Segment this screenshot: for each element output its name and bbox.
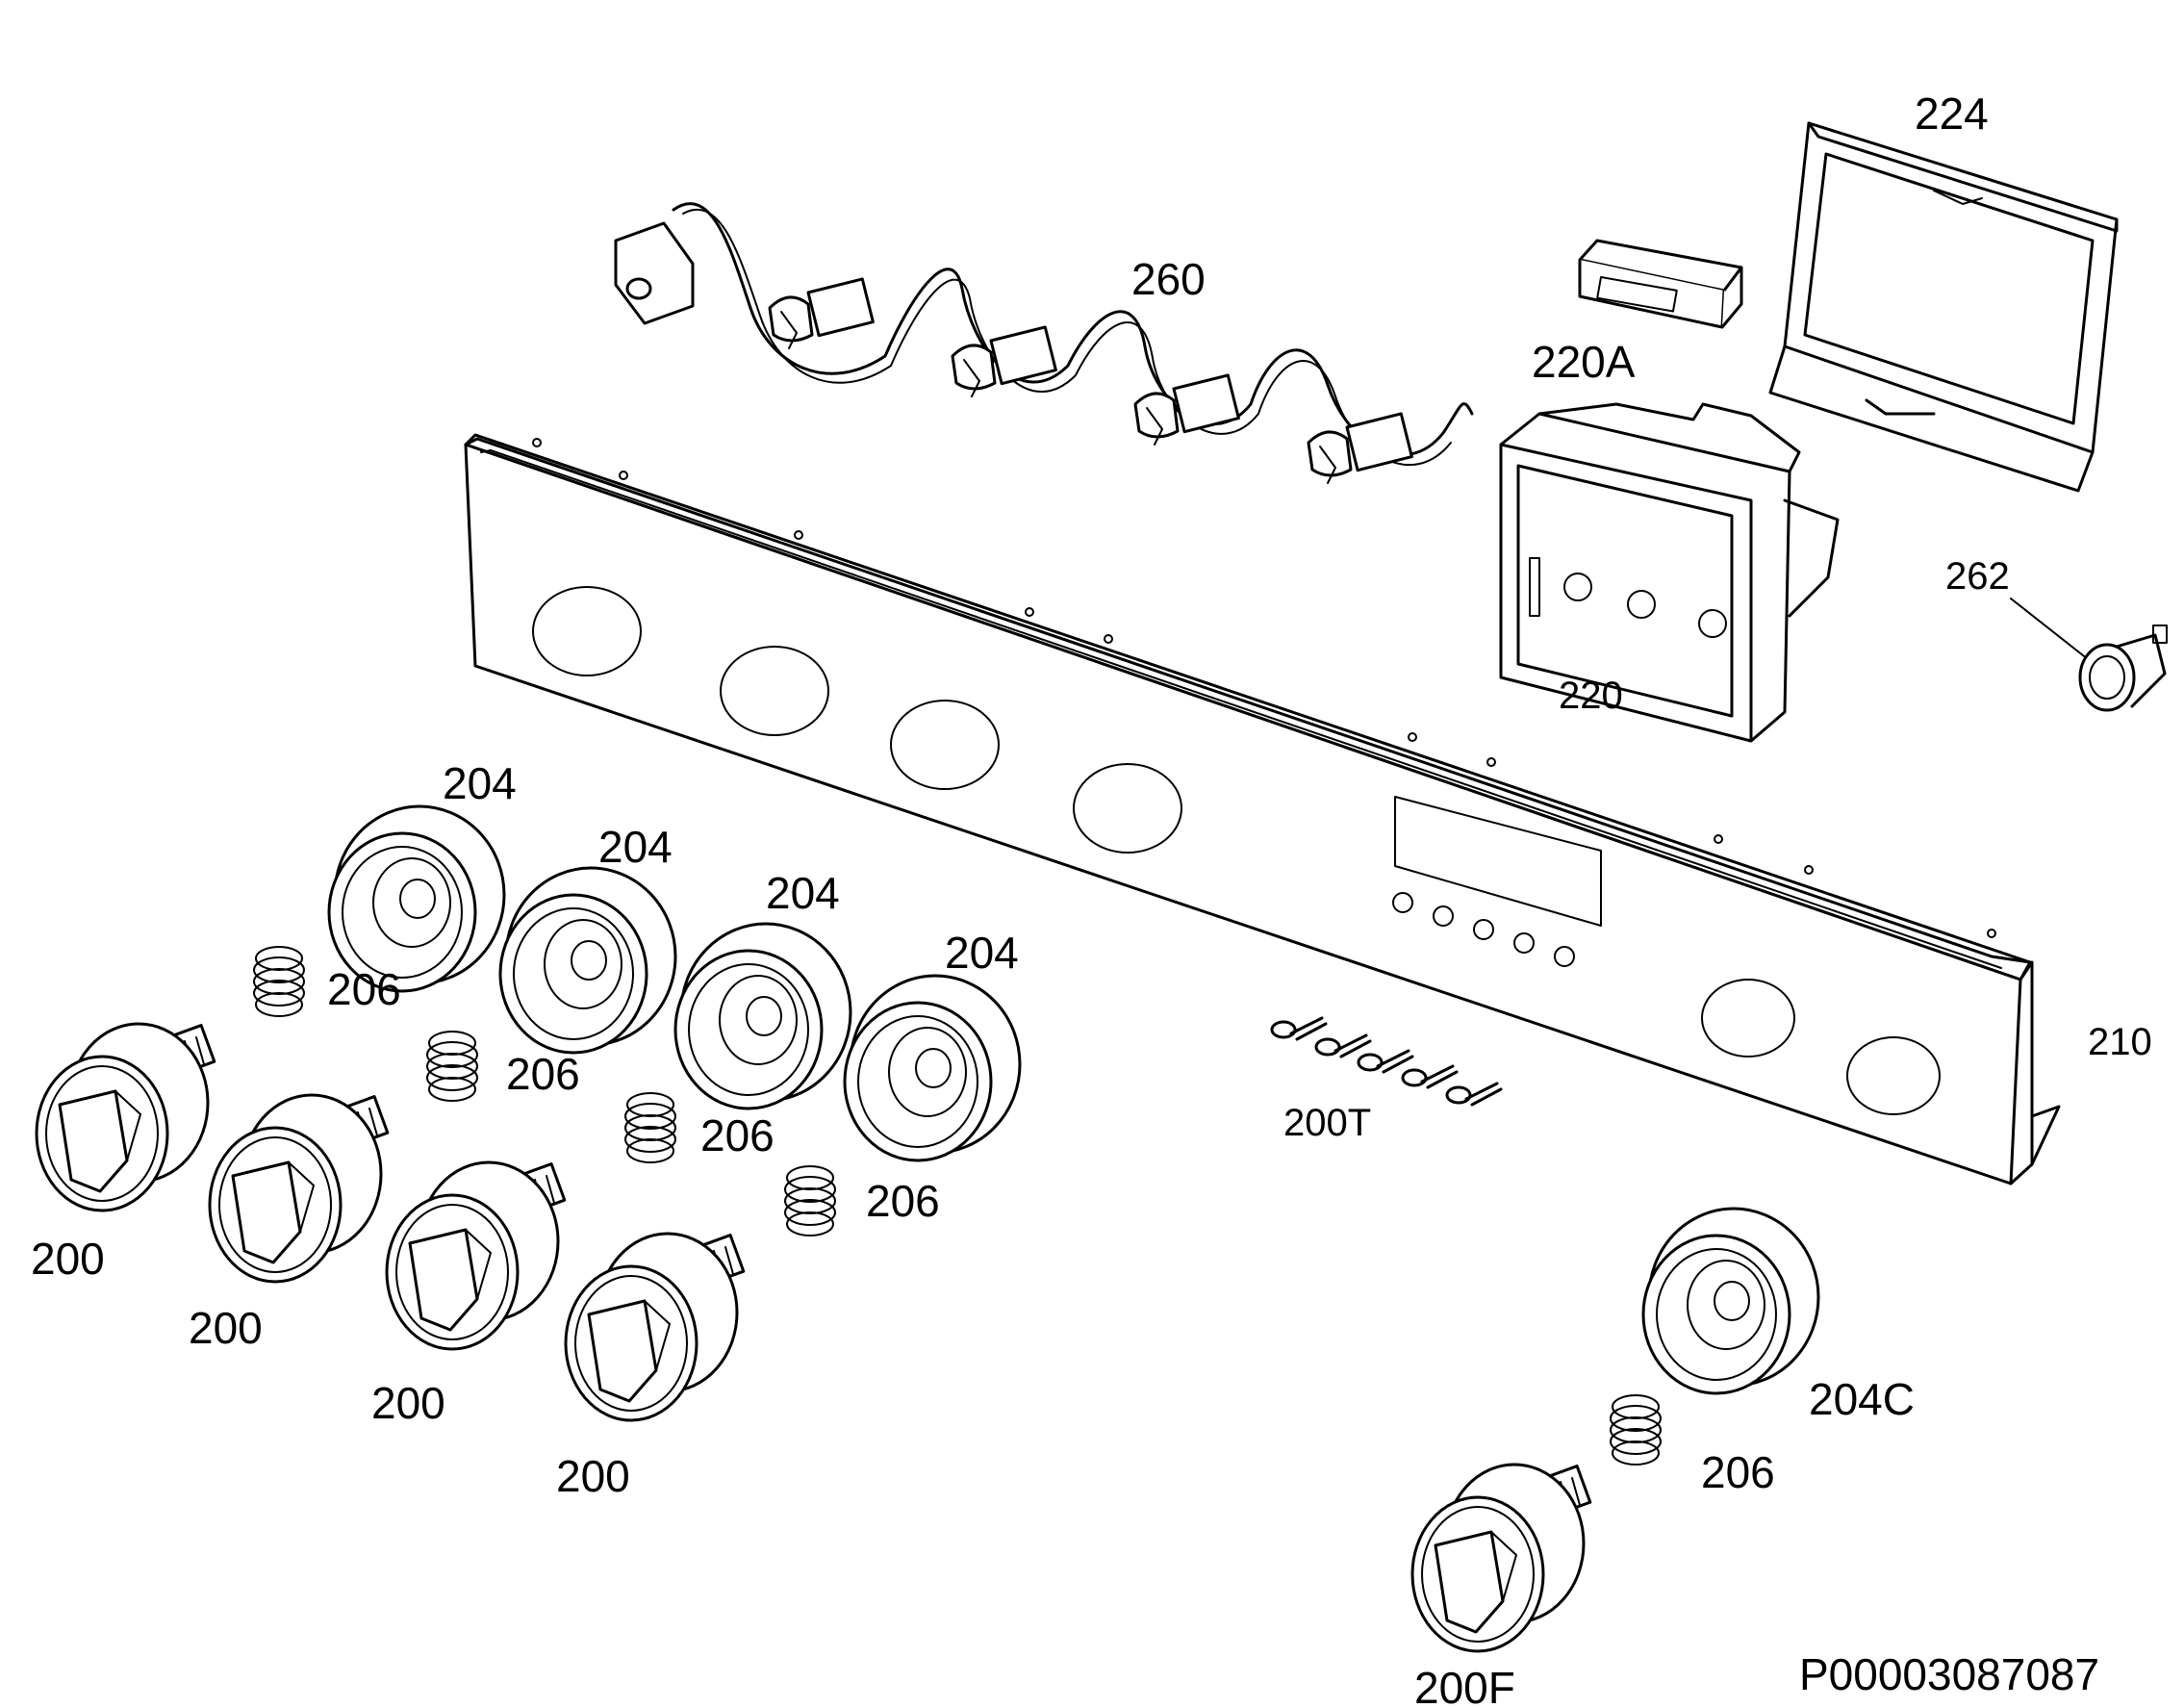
- label-206-3: 206: [700, 1110, 775, 1160]
- label-210: 210: [2088, 1021, 2152, 1063]
- drawing-number: P00003087087: [1799, 1649, 2099, 1699]
- label-206-5: 206: [1701, 1447, 1775, 1497]
- spring-206-1: [253, 946, 305, 1017]
- knob-200-2: [208, 1093, 390, 1284]
- label-200-1: 200: [31, 1234, 105, 1284]
- bezel-ring-204-4: [843, 974, 1022, 1162]
- label-204-1: 204: [443, 758, 517, 808]
- knob-200F: [1410, 1463, 1592, 1653]
- knob-200-1: [35, 1022, 216, 1212]
- wiring-harness-260: [614, 202, 1474, 485]
- cover-frame-224: [1768, 121, 2119, 493]
- bezel-ring-204-3: [673, 922, 852, 1110]
- control-panel-210: [464, 433, 2061, 1185]
- label-200F: 200F: [1414, 1663, 1515, 1708]
- label-206-4: 206: [866, 1176, 940, 1226]
- label-206-1: 206: [327, 964, 401, 1014]
- label-206-2: 206: [506, 1049, 580, 1099]
- label-200-2: 200: [189, 1303, 263, 1353]
- label-260: 260: [1131, 254, 1206, 304]
- label-200-3: 200: [371, 1378, 445, 1428]
- programmer-housing-220: [1499, 402, 1840, 743]
- knob-200-3: [385, 1160, 567, 1351]
- label-204C: 204C: [1809, 1374, 1915, 1424]
- label-200-4: 200: [556, 1451, 630, 1501]
- label-204-3: 204: [766, 868, 840, 918]
- spring-206-3: [624, 1092, 676, 1163]
- label-200T: 200T: [1283, 1102, 1371, 1144]
- bezel-ring-204-2: [498, 866, 677, 1055]
- spring-206-2: [426, 1031, 478, 1102]
- bezel-ring-204C: [1641, 1207, 1820, 1395]
- knob-200-4: [564, 1232, 746, 1422]
- label-220A: 220A: [1532, 337, 1636, 387]
- label-220: 220: [1559, 675, 1623, 717]
- label-204-4: 204: [945, 928, 1019, 978]
- lamp-262: [2010, 598, 2168, 712]
- screws-200T: [1270, 1016, 1503, 1107]
- label-204-2: 204: [598, 822, 673, 872]
- spring-206-4: [784, 1165, 836, 1236]
- spring-206-5: [1610, 1394, 1662, 1466]
- label-224: 224: [1915, 89, 1989, 139]
- display-220A: [1578, 239, 1743, 329]
- label-262: 262: [1945, 555, 2010, 598]
